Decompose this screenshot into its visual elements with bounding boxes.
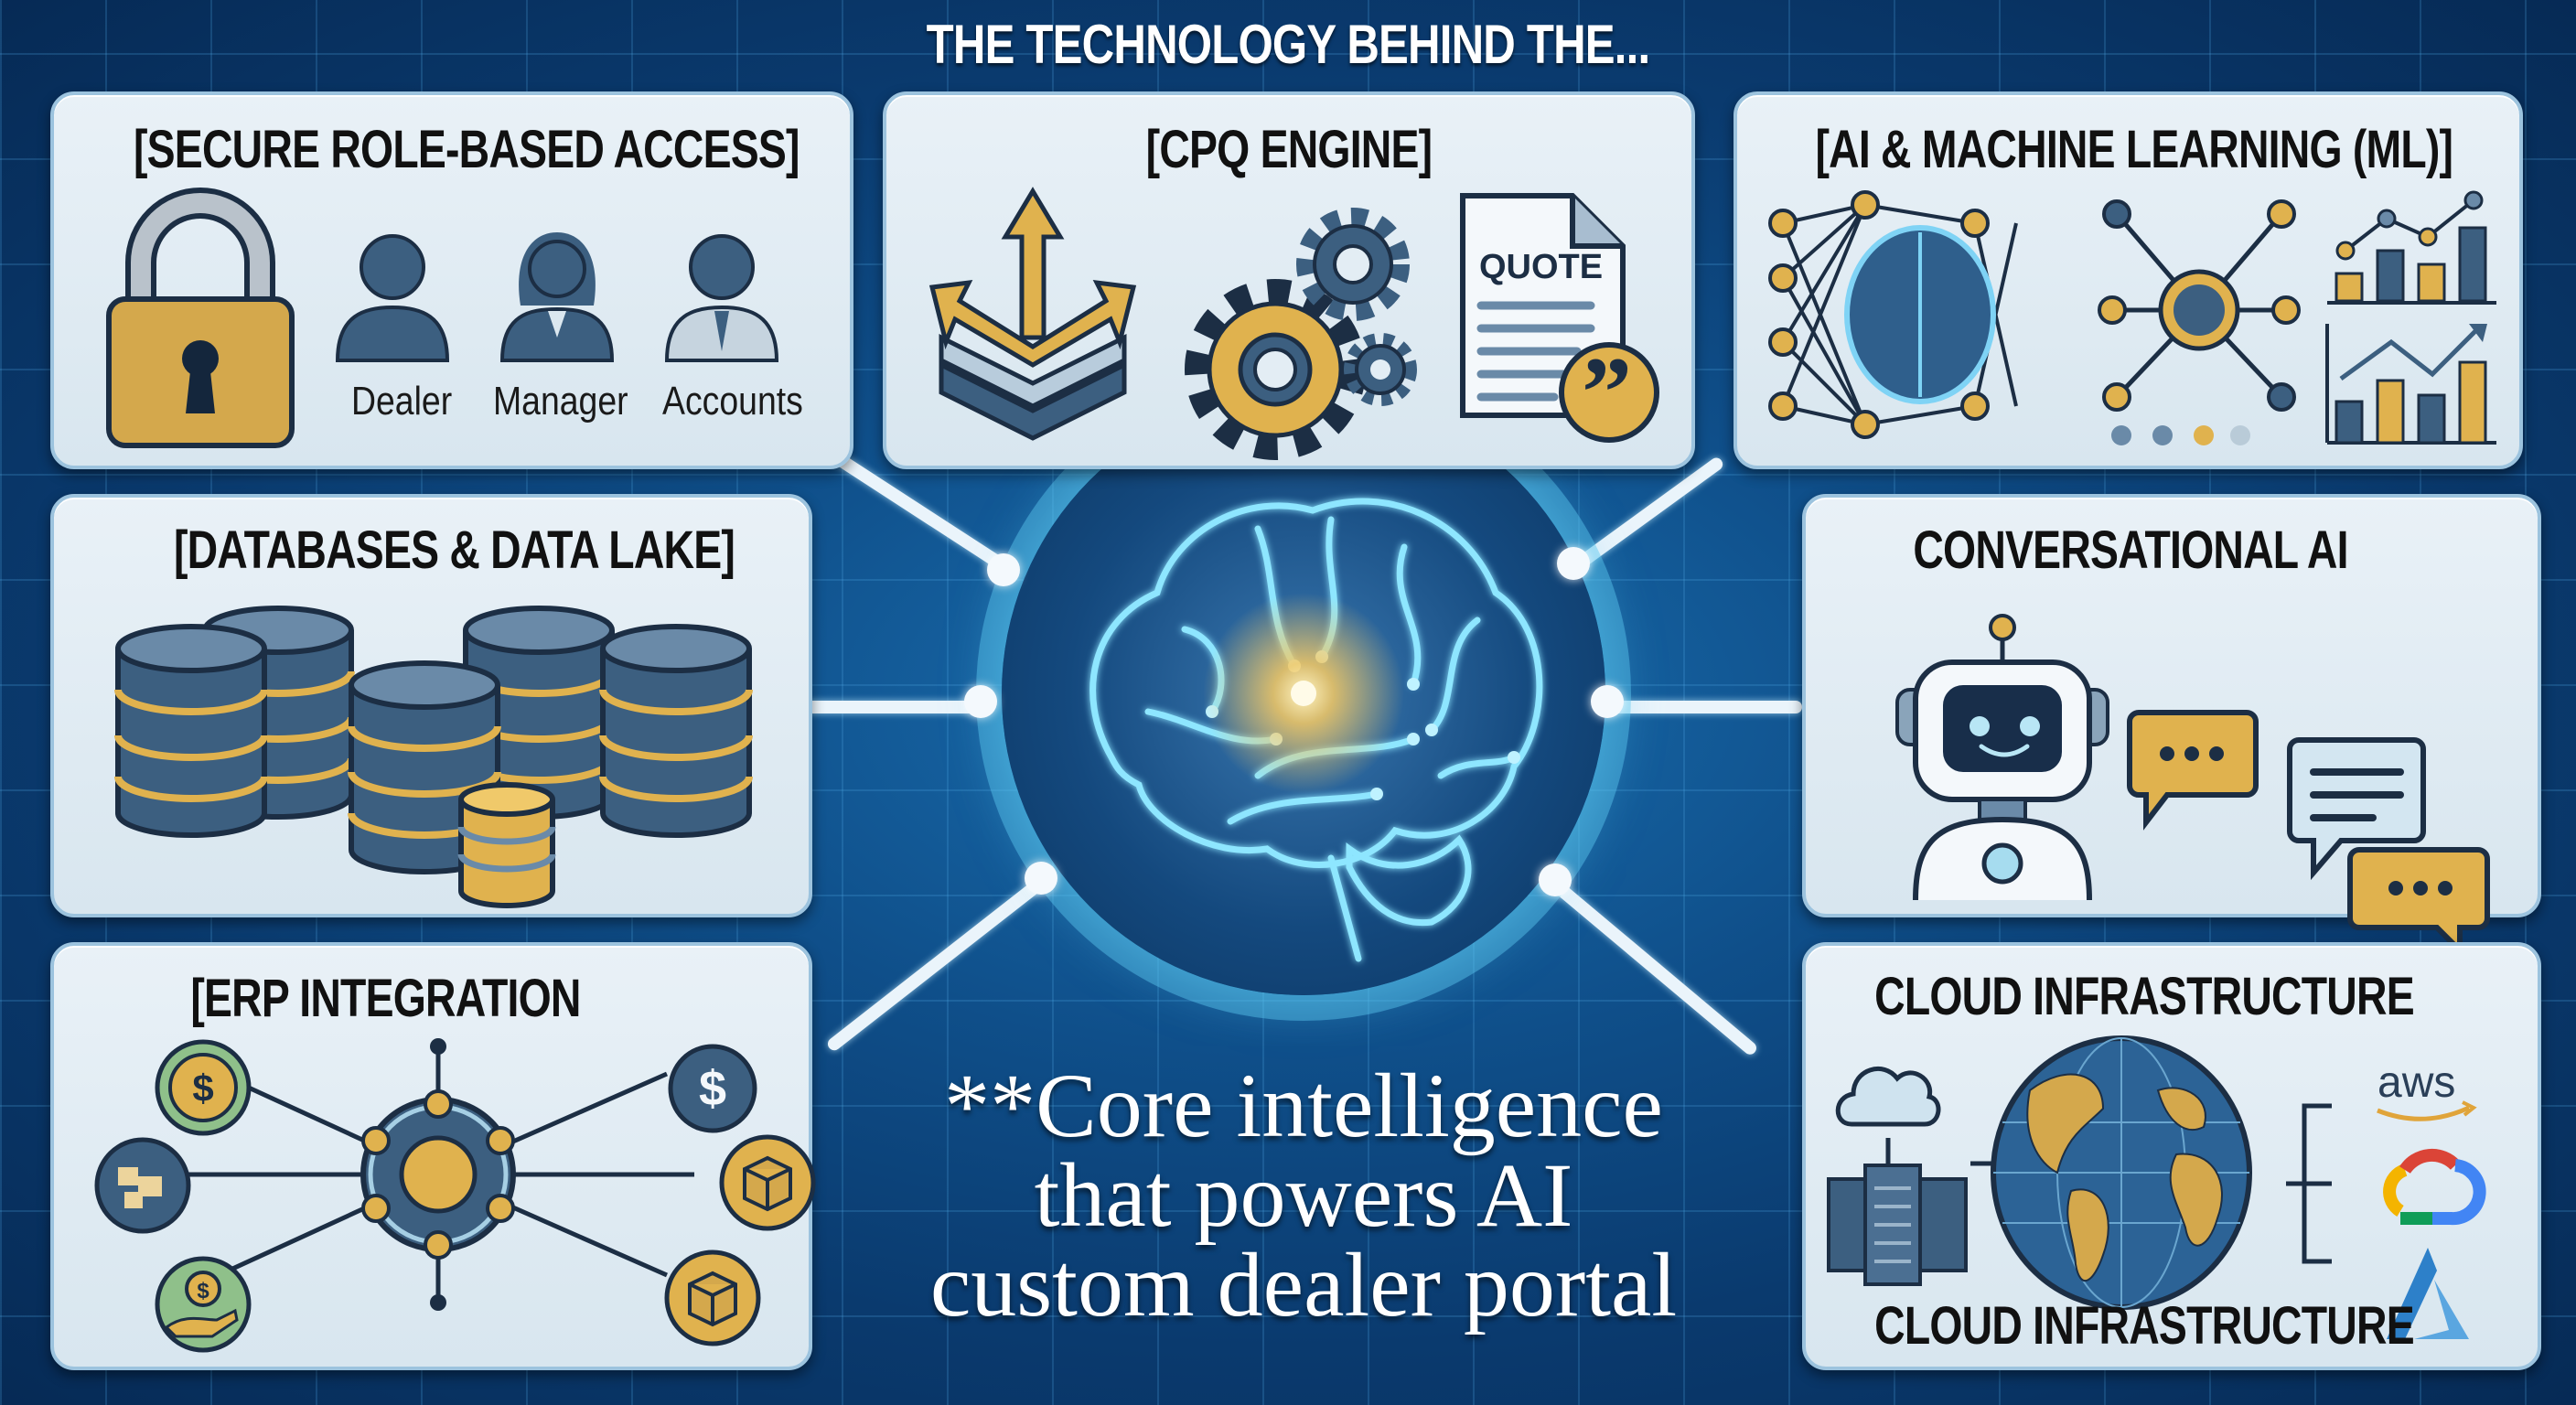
cloud-icon <box>1835 1067 1941 1127</box>
quote-document-icon: QUOTE ” <box>1460 193 1659 448</box>
google-cloud-logo <box>2383 1148 2486 1226</box>
globe-icon <box>1970 1035 2252 1310</box>
bar-trend-chart-icon <box>2325 324 2496 445</box>
package-icon <box>719 1134 816 1231</box>
svg-text:$: $ <box>197 1279 209 1303</box>
panel-title: [SECURE ROLE-BASED ACCESS] <box>134 120 800 179</box>
payment-hand-icon: $ <box>155 1256 252 1353</box>
provider-bracket <box>2286 1103 2332 1264</box>
svg-text:QUOTE: QUOTE <box>1479 248 1603 286</box>
accounts-user-icon <box>664 234 779 362</box>
dealer-user-icon <box>335 234 450 362</box>
aws-logo: aws <box>2377 1058 2477 1121</box>
hub-nodes-icon <box>2098 199 2301 445</box>
role-label-dealer: Dealer <box>351 379 453 424</box>
panel-title: [ERP INTEGRATION <box>190 969 581 1028</box>
core-brain-circle <box>1002 391 1605 995</box>
server-rack-icon <box>1827 1138 1968 1286</box>
panel-ai-ml: [AI & MACHINE LEARNING (ML)] <box>1733 91 2523 469</box>
chat-bubble-dots-icon <box>2127 710 2259 831</box>
panel-title: CLOUD INFRASTRUCTURE <box>1874 967 2415 1026</box>
panel-title: CONVERSATIONAL AI <box>1913 520 2348 580</box>
panel-cpq-engine: [CPQ ENGINE] QUOTE <box>883 91 1695 469</box>
panel-footer-title: CLOUD INFRASTRUCTURE <box>1874 1296 2415 1356</box>
panel-cloud-infrastructure: CLOUD INFRASTRUCTURE aws CLOUD INFRASTRU… <box>1802 942 2541 1370</box>
coin-icon: $ <box>155 1039 252 1136</box>
page-title: THE TECHNOLOGY BEHIND THE... <box>926 14 1651 75</box>
package-icon <box>664 1249 761 1346</box>
panel-erp-integration: [ERP INTEGRATION $ $ $ <box>50 942 816 1370</box>
brain-icon <box>1089 498 1543 962</box>
role-label-accounts: Accounts <box>662 379 803 424</box>
svg-text:aws: aws <box>2377 1058 2455 1107</box>
layers-arrows-icon <box>928 187 1137 441</box>
azure-logo <box>2387 1248 2469 1339</box>
robot-icon <box>1895 614 2109 901</box>
svg-text:”: ” <box>1582 337 1632 448</box>
panel-title: [CPQ ENGINE] <box>1145 120 1433 179</box>
padlock-icon <box>106 188 295 448</box>
bar-line-chart-icon <box>2327 190 2496 305</box>
manager-user-icon <box>499 232 615 362</box>
panel-databases: [DATABASES & DATA LAKE] <box>50 494 812 917</box>
core-caption: **Core intelligence that powers AI custo… <box>929 1055 1678 1335</box>
database-stack-icon <box>63 589 777 908</box>
panel-conversational-ai: CONVERSATIONAL AI <box>1802 494 2541 958</box>
panel-title: [DATABASES & DATA LAKE] <box>173 520 735 580</box>
panel-title: [AI & MACHINE LEARNING (ML)] <box>1815 120 2454 179</box>
neural-network-brain-icon <box>1768 190 2018 439</box>
inventory-icon <box>94 1137 191 1234</box>
hub-icon <box>182 1038 694 1311</box>
chat-bubble-lines-icon <box>2287 737 2490 958</box>
panel-secure-access: [SECURE ROLE-BASED ACCESS] Dealer Manage… <box>50 91 853 469</box>
svg-text:$: $ <box>699 1061 726 1116</box>
role-label-manager: Manager <box>493 379 628 424</box>
dollar-icon: $ <box>668 1044 757 1133</box>
svg-text:$: $ <box>192 1067 213 1110</box>
gears-icon <box>1185 208 1417 460</box>
